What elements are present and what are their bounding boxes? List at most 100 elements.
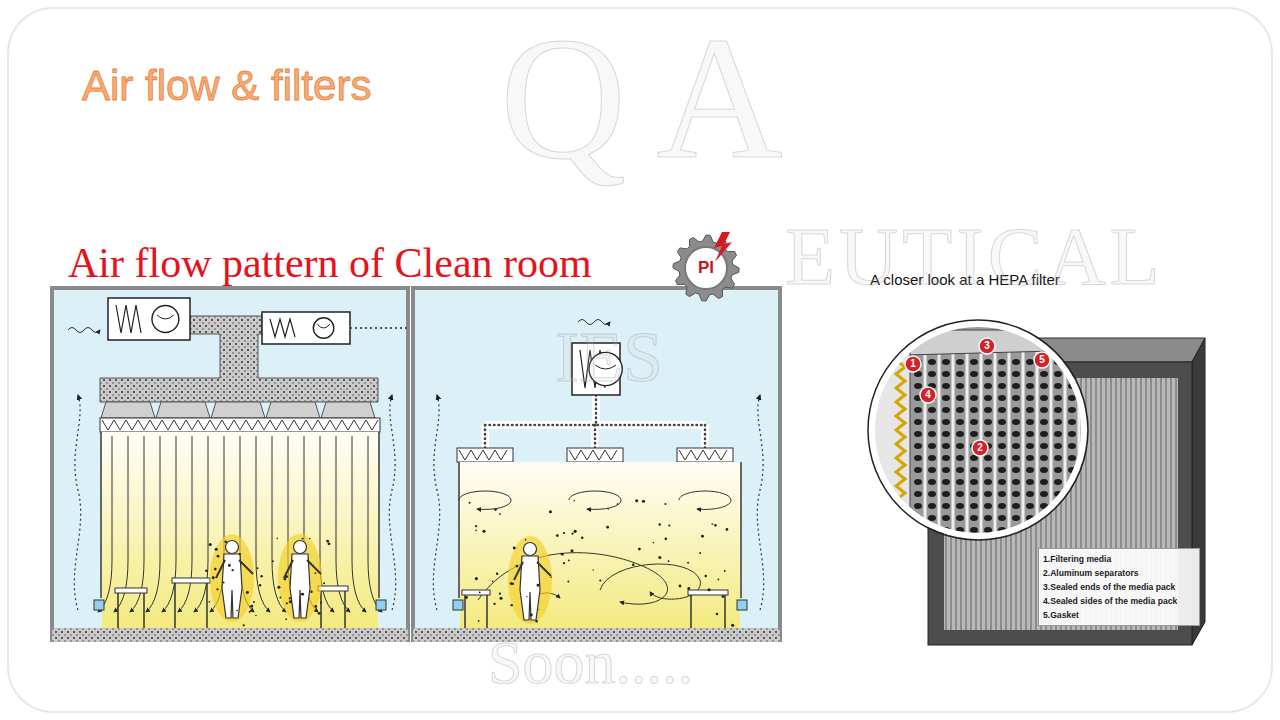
- particle: [731, 624, 734, 627]
- particle: [259, 584, 261, 586]
- particle: [726, 528, 729, 531]
- return-grille: [94, 600, 104, 610]
- closeup-separator: [970, 383, 978, 389]
- particle: [653, 542, 655, 544]
- exhaust-duct: [350, 327, 410, 329]
- closeup-separator: [1040, 419, 1048, 425]
- closeup-media: [1008, 350, 1011, 540]
- closeup-separator: [1026, 431, 1034, 437]
- particle: [209, 601, 211, 603]
- particle: [223, 581, 225, 583]
- particle: [250, 605, 253, 608]
- room-wall: [458, 462, 460, 598]
- particle: [707, 588, 710, 591]
- legend-entry: 2.Aluminum separators: [1043, 566, 1195, 580]
- bench-leg: [174, 583, 176, 628]
- closeup-separator: [984, 431, 992, 437]
- closeup-separator: [942, 503, 950, 509]
- closeup-separator: [1040, 527, 1048, 533]
- closeup-separator: [942, 431, 950, 437]
- closeup-separator: [928, 407, 936, 413]
- closeup-separator: [1054, 515, 1062, 521]
- closeup-separator: [1054, 371, 1062, 377]
- room-frame: [52, 288, 408, 640]
- watermark: QA: [500, 2, 813, 195]
- closeup-separator: [1068, 359, 1076, 365]
- particle: [724, 570, 726, 572]
- particle: [664, 538, 667, 541]
- supply-duct-dots: [485, 395, 705, 448]
- closeup-separator: [1012, 443, 1020, 449]
- fan-blade: [157, 315, 174, 319]
- closeup-separator: [942, 515, 950, 521]
- closeup-separator: [998, 419, 1006, 425]
- closeup-separator: [1026, 479, 1034, 485]
- closeup-separator: [1068, 515, 1076, 521]
- closeup-separator: [928, 503, 936, 509]
- operator-head: [294, 541, 307, 554]
- closeup-separator: [956, 467, 964, 473]
- logo-text: PI: [670, 258, 742, 278]
- closeup-separator: [1082, 515, 1090, 521]
- particle: [562, 553, 564, 555]
- closeup-separator: [984, 359, 992, 365]
- closeup-separator: [1054, 527, 1062, 533]
- closeup-separator: [1012, 359, 1020, 365]
- callout-number: 2: [972, 440, 988, 456]
- closeup-separator: [914, 419, 922, 425]
- particle: [318, 612, 321, 615]
- closeup-separator: [1054, 479, 1062, 485]
- particle: [581, 537, 584, 540]
- particle: [599, 580, 601, 582]
- particle: [570, 549, 573, 552]
- particle: [302, 538, 304, 540]
- closeup-separator: [1054, 407, 1062, 413]
- closeup-separator: [970, 527, 978, 533]
- particle: [323, 582, 325, 584]
- turbulent-swirl: [600, 564, 700, 599]
- laminar-flow-line: [114, 436, 128, 612]
- closeup-media: [938, 350, 941, 540]
- particle-cloud: [278, 534, 322, 622]
- particle-cloud: [210, 534, 254, 622]
- closeup-media: [1092, 350, 1095, 540]
- particle: [568, 559, 570, 561]
- closeup-separator: [942, 395, 950, 401]
- particle: [535, 620, 537, 622]
- return-grille: [376, 600, 386, 610]
- closeup-separator: [956, 479, 964, 485]
- closeup-separator: [1040, 491, 1048, 497]
- closeup-separator: [956, 383, 964, 389]
- closeup-separator: [956, 455, 964, 461]
- closeup-separator: [942, 479, 950, 485]
- closeup-separator: [970, 503, 978, 509]
- closeup-separator: [928, 455, 936, 461]
- particle: [277, 586, 280, 589]
- particle: [301, 593, 304, 596]
- bench-leg: [486, 595, 488, 628]
- callout-number: 4: [920, 387, 936, 403]
- diffuser: [266, 402, 320, 418]
- closeup-separator: [1012, 503, 1020, 509]
- particle: [687, 562, 689, 564]
- particle: [314, 605, 317, 608]
- bench-top: [318, 586, 348, 591]
- bench-top: [115, 588, 147, 593]
- closeup-separator: [1012, 479, 1020, 485]
- intake-air: [578, 320, 610, 325]
- intake-air: [68, 328, 100, 333]
- particle: [679, 585, 682, 588]
- closeup-separator: [1012, 395, 1020, 401]
- closeup-separator: [1054, 419, 1062, 425]
- particle: [255, 615, 257, 617]
- laminar-flow-line: [130, 436, 144, 612]
- closeup-media: [994, 350, 997, 540]
- return-air-arrow: [389, 395, 395, 610]
- particle: [320, 601, 322, 603]
- particle: [606, 526, 609, 529]
- closeup-separator: [984, 455, 992, 461]
- closeup-separator: [1012, 491, 1020, 497]
- slide-frame: [8, 8, 1272, 712]
- particle: [236, 610, 238, 612]
- operator-body: [290, 554, 310, 618]
